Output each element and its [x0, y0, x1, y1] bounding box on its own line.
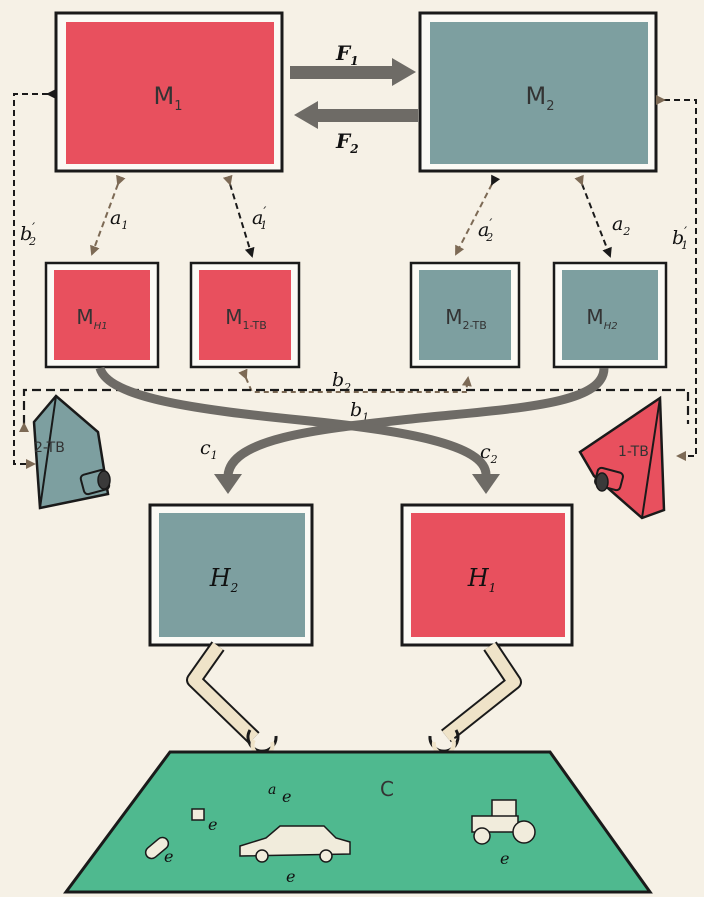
link-a1	[90, 174, 126, 256]
object-e-cube-label: e	[208, 815, 217, 834]
camera-2-tb-label: 2-TB	[34, 440, 65, 456]
camera-1-tb-label: 1-TB	[618, 444, 649, 460]
link-a1-prime-label: a′1	[252, 205, 267, 232]
object-car	[239, 825, 351, 863]
module-m1tb-label: M1-TB	[225, 305, 267, 332]
camera-2-tb: 2-TB	[32, 394, 111, 510]
channel-c2	[95, 366, 500, 494]
module-m2-label: M2	[526, 82, 555, 114]
object-e-tractor-label: e	[500, 849, 509, 868]
link-a1-label: a1	[110, 207, 128, 232]
link-b2-prime-label: b′2	[20, 221, 36, 248]
link-a2	[574, 174, 612, 258]
manipulator-h2: H2	[148, 503, 314, 647]
manipulator-h2-label: H2	[209, 564, 239, 595]
module-mh2-label: MH2	[586, 305, 617, 332]
force-f1-label: F1	[335, 41, 359, 68]
object-a-label: a	[268, 782, 276, 798]
force-f2-label: F2	[335, 129, 359, 156]
channel-c2-label: c2	[480, 441, 498, 466]
object-e-car-label: e	[286, 867, 295, 886]
module-m2: M2	[418, 11, 658, 173]
module-m1tb: M1-TB	[189, 261, 301, 369]
scene-table: C a e e e e e	[63, 750, 653, 894]
channel-c1-label: c1	[200, 437, 218, 462]
object-tractor	[471, 799, 536, 845]
manipulator-h1: H1	[400, 503, 574, 647]
module-mh1-label: MH1	[76, 305, 107, 332]
arm-left	[186, 641, 278, 758]
link-a2-prime	[455, 174, 501, 256]
module-m1: M1	[54, 11, 284, 173]
link-b2-prime	[13, 89, 56, 469]
module-m1-label: M1	[154, 82, 183, 114]
object-e-cyl-label: e	[164, 847, 173, 866]
module-mh1: MH1	[44, 261, 160, 369]
link-b1	[19, 388, 690, 432]
module-m2tb: M2-TB	[409, 261, 521, 369]
scene-label: C	[380, 777, 394, 801]
force-f2-arrow	[294, 101, 418, 129]
object-e-top-label: e	[282, 787, 291, 806]
arm-right	[428, 641, 522, 756]
force-f1-arrow	[290, 58, 416, 86]
link-b2	[238, 368, 472, 393]
link-a2-label: a2	[612, 213, 630, 238]
link-b1-prime-label: b′1	[672, 225, 688, 252]
link-b1-prime	[656, 95, 697, 461]
link-a1-prime	[222, 174, 255, 258]
link-b1-label: b1	[350, 399, 369, 424]
object-cylinder	[144, 836, 170, 860]
channel-c1	[214, 367, 609, 494]
module-mh2: MH2	[552, 261, 668, 369]
object-cube	[191, 808, 205, 821]
module-m2tb-label: M2-TB	[445, 305, 487, 332]
manipulator-h1-label: H1	[467, 564, 497, 595]
camera-1-tb: 1-TB	[578, 395, 666, 520]
link-b2-label: b2	[332, 369, 351, 394]
link-a2-prime-label: a′2	[478, 217, 493, 244]
